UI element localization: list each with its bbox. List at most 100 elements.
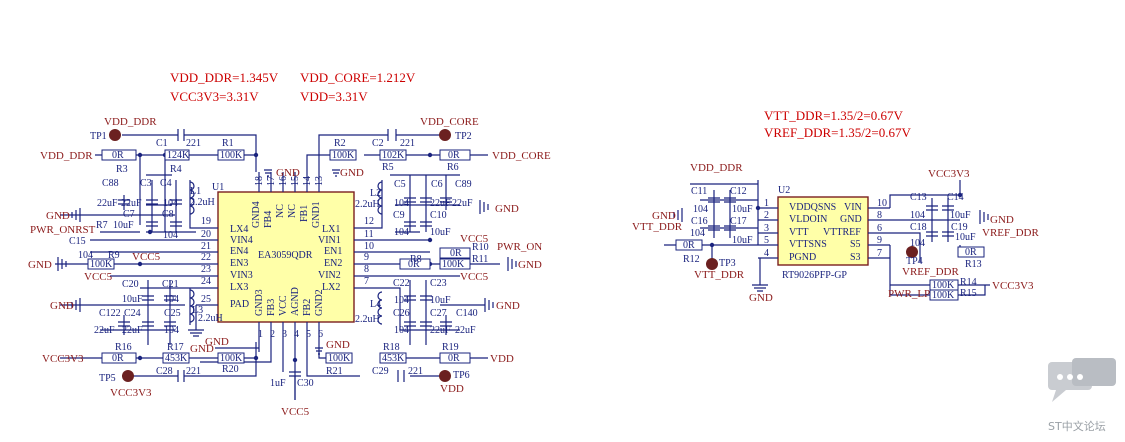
- u1-pin-vin1: VIN1: [318, 235, 341, 246]
- u1-chip-body: [217, 191, 355, 323]
- c3-value: 22uF: [121, 198, 142, 209]
- u1-pin-agnd: AGND: [290, 287, 301, 316]
- c19-value: 10uF: [955, 232, 976, 243]
- r7-ref: R7: [96, 220, 108, 231]
- resistor-r6: [439, 149, 471, 161]
- c20-ref: C20: [122, 279, 139, 290]
- u1-pin-gnd4: GND4: [251, 201, 262, 228]
- u1-pinnum-7: 7: [364, 276, 369, 287]
- r6-value: 0R: [448, 150, 460, 161]
- l2-ref: L2: [370, 188, 381, 199]
- u2-pinnum-7: 7: [877, 248, 882, 259]
- u1-pin-lx2: LX2: [322, 282, 340, 293]
- gnd-symbol-left-1: [71, 208, 81, 222]
- net-vtt-ddr-bottom: VTT_DDR: [694, 269, 745, 281]
- c29-value: 221: [408, 366, 423, 377]
- u2-pin-vin: VIN: [844, 202, 862, 213]
- u2-junction-1: [755, 205, 761, 211]
- c10-value: 10uF: [430, 227, 451, 238]
- net-pwr-on: PWR_ON: [497, 241, 542, 253]
- u2-pinnum-3: 3: [764, 223, 769, 234]
- c24-value: 22uF: [122, 325, 143, 336]
- resistor-r11: [439, 258, 471, 270]
- resistor-r20: [217, 352, 245, 364]
- r1-value: 100K: [220, 150, 243, 161]
- u1-pin-fb3: FB3: [266, 299, 277, 316]
- right-top-caps-symbols: [404, 175, 452, 232]
- c9-ref: C9: [393, 210, 405, 221]
- c11-value: 104: [693, 204, 708, 215]
- r3-ref: R3: [116, 164, 128, 175]
- left-bottom-caps-symbols: [118, 280, 176, 345]
- c122-ref: C122: [99, 308, 121, 319]
- r4-ref: R4: [170, 164, 182, 175]
- net-gnd-right-1: GND: [495, 203, 519, 215]
- r8-value: 0R: [408, 259, 420, 270]
- c25-value: 104: [164, 325, 179, 336]
- r6-ref: R6: [447, 162, 459, 173]
- net-vtt-ddr-left: VTT_DDR: [632, 221, 683, 233]
- c8-value: 104: [163, 230, 178, 241]
- u2-pinnum-1: 1: [764, 198, 769, 209]
- u1-pin-vcc: VCC: [278, 295, 289, 316]
- u2-ref: U2: [778, 185, 790, 196]
- junction-dots: [137, 152, 433, 363]
- capacitor-c30-symbol: [289, 371, 301, 400]
- r21-ref: R21: [326, 366, 343, 377]
- c88-ref: C88: [102, 178, 119, 189]
- resistor-r21-box: [325, 352, 353, 364]
- gnd-symbol-left-3: [71, 298, 81, 312]
- r15-value: 100K: [932, 290, 955, 301]
- net-gnd-u2-right: GND: [990, 214, 1014, 226]
- u1-pinnum-12: 12: [364, 216, 374, 227]
- capacitor-c28-symbol: [177, 370, 185, 382]
- u2-pin-vddqsns: VDDQSNS: [789, 202, 836, 213]
- c26-ref: C26: [393, 308, 410, 319]
- u1-pin-stubs: [196, 172, 376, 342]
- annotation-vtt: VTT_DDR=1.35/2=0.67V: [764, 108, 903, 123]
- r11-ref: R11: [472, 254, 488, 265]
- r17-value: 453K: [165, 353, 188, 364]
- c4-ref: C4: [160, 178, 172, 189]
- net-vdd-core-right: VDD_CORE: [492, 150, 551, 162]
- u2-chip-body: [777, 196, 869, 266]
- net-vdd-core-top: VDD_CORE: [420, 116, 479, 128]
- c14-value: 10uF: [950, 210, 971, 221]
- c20-value: 10uF: [122, 294, 143, 305]
- resistor-r8: [399, 258, 431, 270]
- tp1-label: TP1: [90, 131, 107, 142]
- c30-ref: C30: [297, 378, 314, 389]
- u2-pinnum-4: 4: [764, 248, 769, 259]
- capacitor-c1-symbol: [177, 129, 185, 141]
- u2-pin-vtt: VTT: [789, 227, 808, 238]
- r14-value: 100K: [932, 280, 955, 291]
- c19-ref: C19: [951, 222, 968, 233]
- r19-value: 0R: [448, 353, 460, 364]
- resistor-r3: [101, 149, 137, 161]
- u2-pin-vttsns: VTTSNS: [789, 239, 827, 250]
- c17-value: 10uF: [732, 235, 753, 246]
- u1-pin-pad: PAD: [230, 299, 249, 310]
- c9-value: 104: [394, 227, 409, 238]
- c14-ref: C14: [947, 192, 964, 203]
- u1-pinnum-23: 23: [201, 264, 211, 275]
- inductor-l1-symbol: [189, 181, 195, 215]
- u2-part: RT9026PFP-GP: [782, 270, 847, 281]
- resistor-r10: [439, 247, 471, 259]
- c28-value: 221: [186, 366, 201, 377]
- tp2-label: TP2: [455, 131, 472, 142]
- net-vcc3v3-left: VCC3V3: [42, 353, 84, 365]
- u1-pinnum-2: 2: [270, 329, 275, 340]
- u1-pin-gnd2: GND2: [314, 289, 325, 316]
- c17-ref: C17: [730, 216, 747, 227]
- r13-ref: R13: [965, 259, 982, 270]
- gnd-symbol-top-left: [264, 169, 272, 177]
- r18-ref: R18: [383, 342, 400, 353]
- u2-pin-vttref: VTTREF: [823, 227, 861, 238]
- tp6-pad: [439, 370, 451, 382]
- r2-value: 100K: [332, 150, 355, 161]
- capacitor-c29-symbol: [397, 370, 405, 382]
- l4-ref: L4: [370, 299, 381, 310]
- u1-pinnum-24: 24: [201, 276, 211, 287]
